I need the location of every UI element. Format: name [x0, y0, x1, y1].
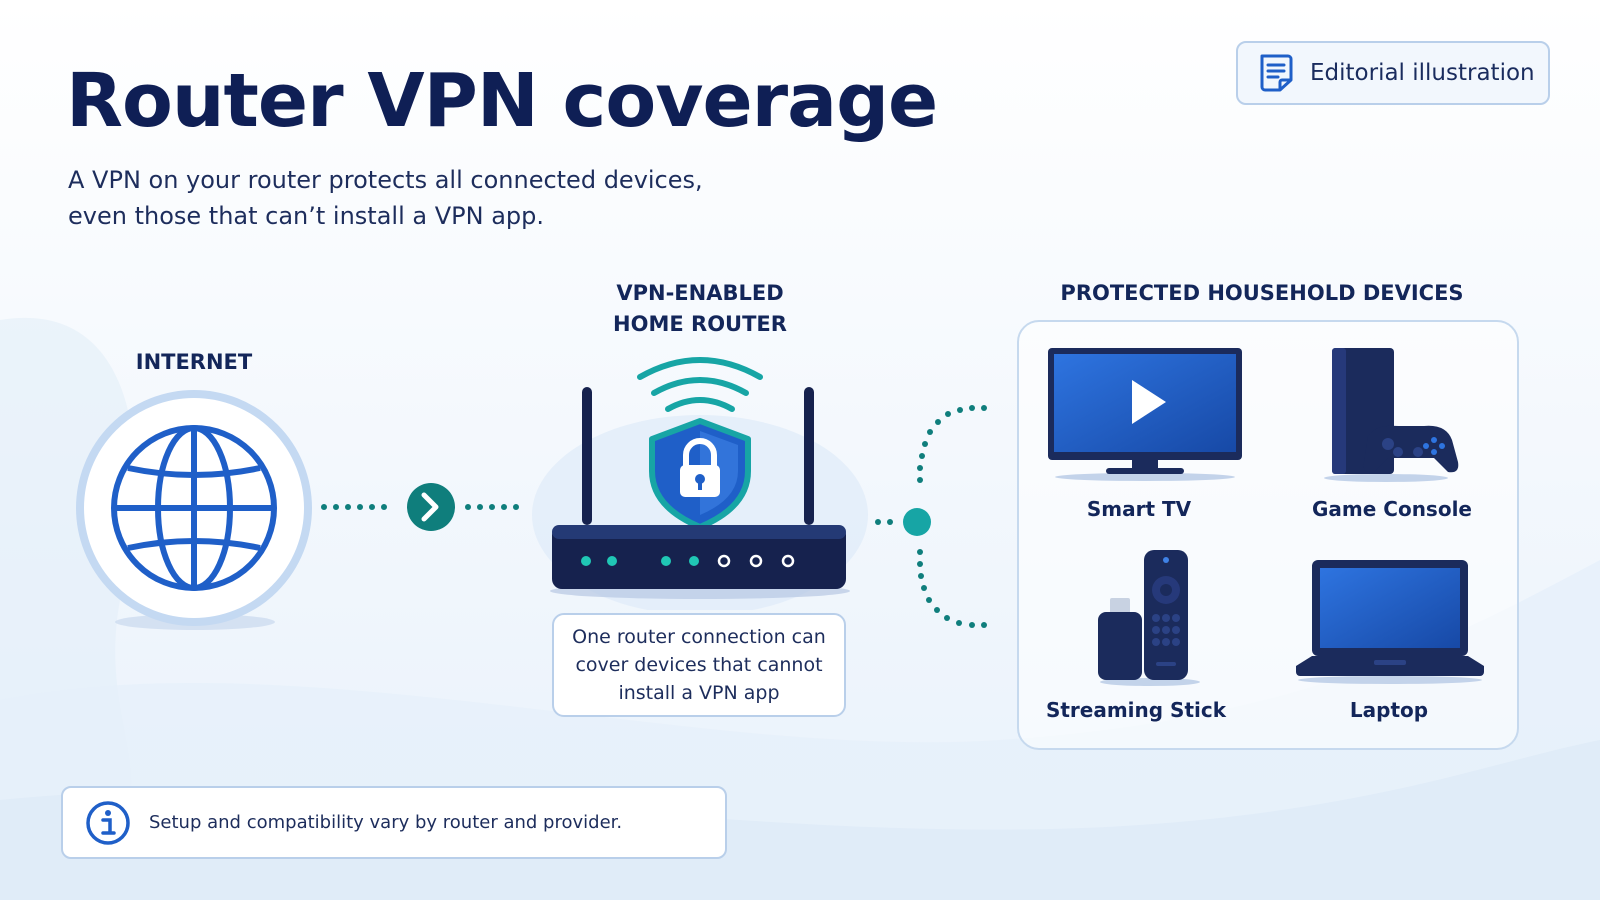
- subtitle-line-1: A VPN on your router protects all connec…: [68, 166, 703, 194]
- wifi-icon: [637, 357, 763, 412]
- smart-tv-icon: [1048, 348, 1242, 481]
- streaming-stick-icon: [1098, 550, 1200, 686]
- router-label: VPN-ENABLED HOME ROUTER: [560, 278, 840, 340]
- devices-label: PROTECTED HOUSEHOLD DEVICES: [1060, 281, 1464, 305]
- chevron-right-icon: [421, 492, 439, 522]
- internet-label: INTERNET: [135, 350, 253, 374]
- editorial-badge: Editorial illustration: [1236, 41, 1550, 105]
- play-icon: [1132, 380, 1166, 424]
- device-label-streaming-stick: Streaming Stick: [1045, 698, 1227, 722]
- document-icon: [1260, 54, 1293, 92]
- globe-icon: [76, 390, 312, 630]
- page-title: Router VPN coverage: [66, 58, 938, 144]
- subtitle-line-2: even those that can’t install a VPN app.: [68, 202, 545, 230]
- device-label-game-console: Game Console: [1312, 497, 1472, 521]
- badge-label: Editorial illustration: [1310, 60, 1535, 86]
- router-caption: One router connection can cover devices …: [552, 613, 846, 717]
- laptop-icon: [1296, 560, 1484, 684]
- router-icon: [550, 525, 850, 599]
- game-console-icon: [1324, 348, 1459, 482]
- router-label-line-1: VPN-ENABLED: [616, 281, 784, 305]
- compatibility-note: Setup and compatibility vary by router a…: [61, 786, 727, 859]
- info-icon: [86, 800, 130, 845]
- device-label-smart-tv: Smart TV: [1086, 497, 1192, 521]
- internet-router-connector: [321, 483, 519, 531]
- router-illustration: [532, 357, 868, 610]
- router-devices-connector: [875, 405, 987, 628]
- note-text: Setup and compatibility vary by router a…: [149, 812, 623, 833]
- device-label-laptop: Laptop: [1349, 698, 1429, 722]
- router-label-line-2: HOME ROUTER: [613, 312, 787, 336]
- page-subtitle: A VPN on your router protects all connec…: [68, 162, 768, 234]
